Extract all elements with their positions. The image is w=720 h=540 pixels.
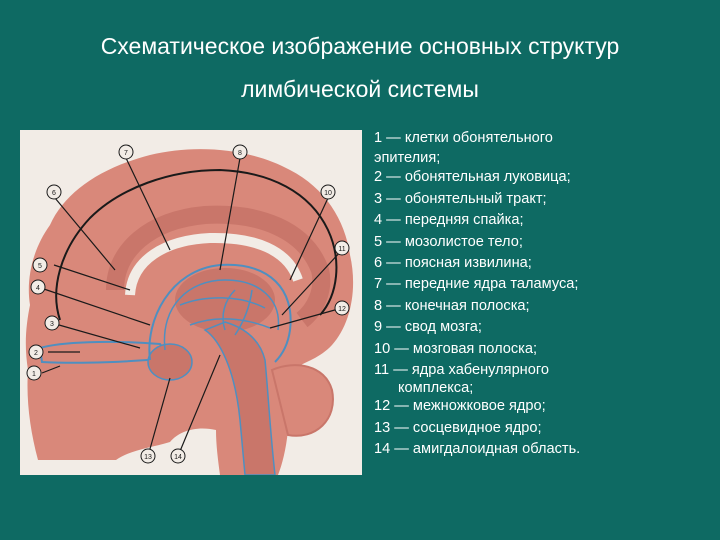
legend-item-10: 10 — мозговая полоска; — [374, 339, 714, 360]
marker-11: 11 — [335, 241, 349, 255]
marker-8: 8 — [233, 145, 247, 159]
legend-item-8: 8 — конечная полоска; — [374, 296, 714, 317]
svg-text:7: 7 — [124, 150, 128, 157]
limbic-diagram-svg: 7 6 5 4 3 2 1 8 10 11 12 13 14 — [20, 130, 362, 475]
legend-item-12: 12 — межножковое ядро; — [374, 396, 714, 417]
svg-text:10: 10 — [324, 190, 332, 197]
marker-7: 7 — [119, 145, 133, 159]
legend-item-11-text: 11 — ядра хабенулярного — [374, 362, 549, 378]
legend-item-1: 1 — клетки обонятельного эпителия; — [374, 128, 714, 167]
marker-14: 14 — [171, 449, 185, 463]
svg-text:3: 3 — [50, 321, 54, 328]
svg-text:8: 8 — [238, 150, 242, 157]
legend-item-1-text: 1 — клетки обонятельного — [374, 130, 553, 146]
marker-5: 5 — [33, 258, 47, 272]
legend-item-4: 4 — передняя спайка; — [374, 210, 714, 231]
marker-1: 1 — [27, 366, 41, 380]
marker-10: 10 — [321, 185, 335, 199]
slide-title-line-1: Схематическое изображение основных струк… — [0, 33, 720, 60]
legend-item-11-cont: комплекса; — [374, 381, 714, 396]
legend-item-2: 2 — обонятельная луковица; — [374, 167, 714, 188]
slide-title-line-2-text: лимбической системы — [241, 76, 479, 102]
svg-text:1: 1 — [32, 371, 36, 378]
svg-text:14: 14 — [174, 454, 182, 461]
legend-item-7: 7 — передние ядра таламуса; — [374, 274, 714, 295]
legend-item-6: 6 — поясная извилина; — [374, 253, 714, 274]
legend-item-14: 14 — амигдалоидная область. — [374, 439, 714, 460]
marker-6: 6 — [47, 185, 61, 199]
svg-text:12: 12 — [338, 306, 346, 313]
svg-text:13: 13 — [144, 454, 152, 461]
legend-item-1-cont: эпителия; — [374, 149, 714, 167]
marker-4: 4 — [31, 280, 45, 294]
svg-text:5: 5 — [38, 263, 42, 270]
legend-item-9: 9 — свод мозга; — [374, 317, 714, 338]
legend-item-11: 11 — ядра хабенулярного комплекса; — [374, 360, 714, 396]
marker-3: 3 — [45, 316, 59, 330]
svg-text:11: 11 — [338, 246, 345, 253]
marker-13: 13 — [141, 449, 155, 463]
amygdala — [148, 344, 192, 380]
svg-text:6: 6 — [52, 190, 56, 197]
legend: 1 — клетки обонятельного эпителия; 2 — о… — [374, 128, 714, 461]
legend-item-3: 3 — обонятельный тракт; — [374, 189, 714, 210]
marker-2: 2 — [29, 345, 43, 359]
slide-title-line-2: лимбической системы — [0, 76, 720, 103]
legend-item-13: 13 — сосцевидное ядро; — [374, 418, 714, 439]
svg-text:4: 4 — [36, 285, 40, 292]
limbic-system-diagram: 7 6 5 4 3 2 1 8 10 11 12 13 14 — [20, 130, 362, 475]
svg-text:2: 2 — [34, 350, 38, 357]
marker-12: 12 — [335, 301, 349, 315]
legend-item-5: 5 — мозолистое тело; — [374, 232, 714, 253]
